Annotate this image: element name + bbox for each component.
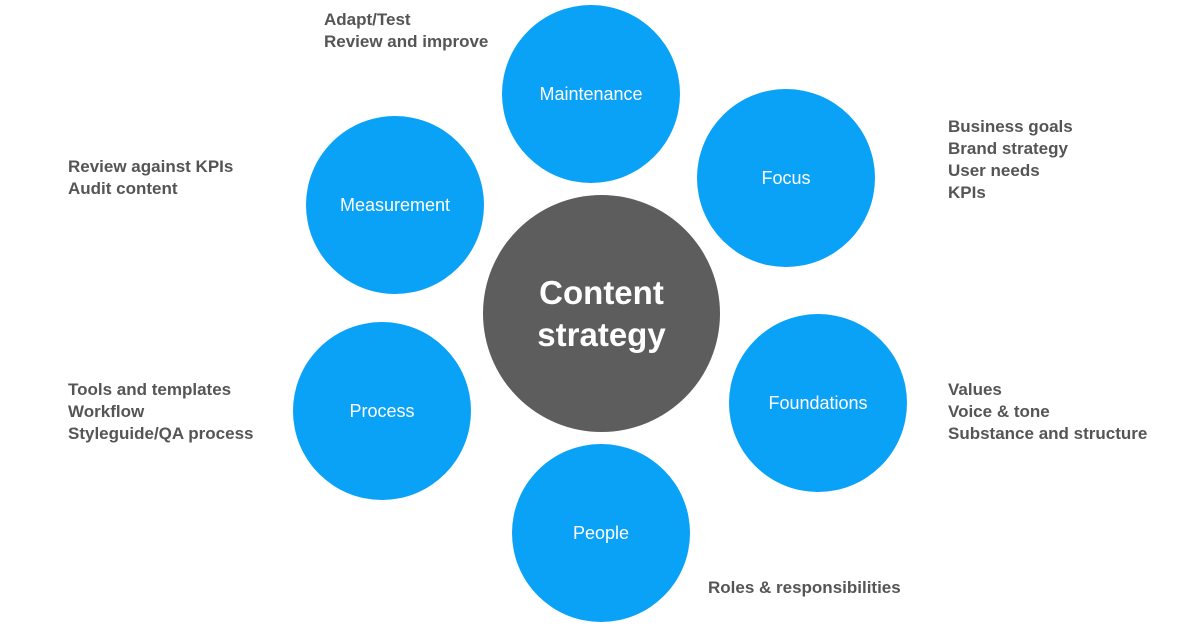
node-label: Maintenance — [539, 83, 643, 104]
note: Values — [948, 380, 1002, 399]
node-label: Process — [349, 400, 415, 421]
node-foundations: Foundations — [729, 314, 907, 492]
node-focus: Focus — [697, 89, 875, 267]
note: Audit content — [68, 179, 178, 198]
note: Substance and structure — [948, 424, 1148, 443]
note: Review and improve — [324, 32, 489, 51]
center-node-content-strategy: Content strategy — [483, 195, 720, 432]
note: User needs — [948, 161, 1040, 180]
node-maintenance: Maintenance — [502, 5, 680, 183]
node-label: People — [572, 522, 630, 543]
node-process: Process — [293, 322, 471, 500]
node-measurement: Measurement — [306, 116, 484, 294]
note: Brand strategy — [948, 139, 1068, 158]
center-title-line2: strategy — [537, 315, 666, 353]
node-label: Focus — [761, 167, 811, 188]
note: Tools and templates — [68, 380, 232, 399]
center-title-line1: Content — [539, 273, 664, 311]
note: Roles & responsibilities — [708, 578, 901, 597]
note: KPIs — [948, 183, 986, 202]
note: Business goals — [948, 117, 1073, 136]
node-label: Foundations — [768, 392, 868, 413]
note: Workflow — [68, 402, 145, 421]
note: Review against KPIs — [68, 157, 234, 176]
people-notes: Roles & responsibilities — [708, 577, 901, 599]
note: Styleguide/QA process — [68, 424, 254, 443]
maintenance-notes: Adapt/Test Review and improve — [324, 9, 488, 53]
note: Voice & tone — [948, 402, 1050, 421]
focus-notes: Business goals Brand strategy User needs… — [948, 116, 1073, 204]
process-notes: Tools and templates Workflow Styleguide/… — [68, 379, 253, 445]
measurement-notes: Review against KPIs Audit content — [68, 156, 233, 200]
node-people: People — [512, 444, 690, 622]
note: Adapt/Test — [324, 10, 411, 29]
node-label: Measurement — [339, 194, 451, 215]
foundations-notes: Values Voice & tone Substance and struct… — [948, 379, 1147, 445]
